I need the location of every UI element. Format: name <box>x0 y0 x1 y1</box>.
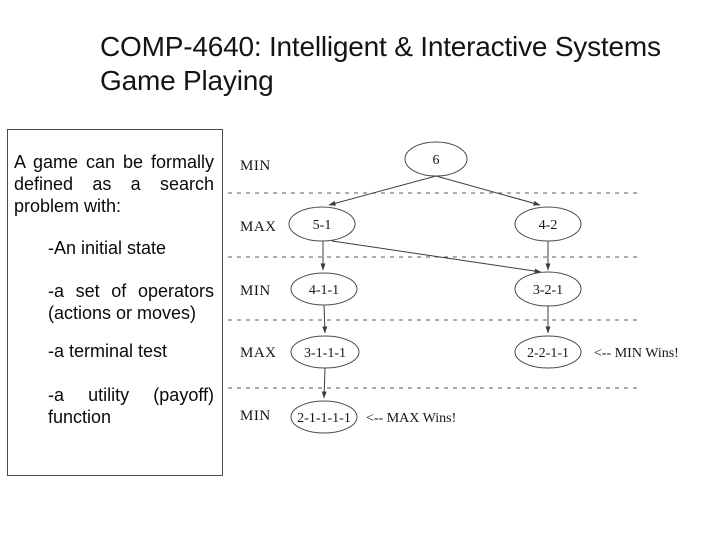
tree-node-3-1-1-1-label: 3-1-1-1 <box>304 346 346 361</box>
edge-6-to-4-2 <box>435 175 541 206</box>
slide-title-line-1: COMP-4640: Intelligent & Interactive Sys… <box>100 31 661 62</box>
tree-node-4-2-label: 4-2 <box>539 218 558 233</box>
slide-title: COMP-4640: Intelligent & Interactive Sys… <box>100 30 661 98</box>
annotation-min-wins: <-- MIN Wins! <box>594 346 679 361</box>
edge-4-1-1-to-3-1-1-1 <box>322 304 328 334</box>
tree-node-5-1-label: 5-1 <box>313 218 332 233</box>
tree-node-3-2-1-label: 3-2-1 <box>533 283 563 298</box>
definition-item-operators: -a set of operators (actions or moves) <box>48 281 214 323</box>
tree-node-2-2-1-1-label: 2-2-1-1 <box>527 346 569 361</box>
edge-6-to-5-1 <box>328 175 437 206</box>
level-label-min-1: MIN <box>240 158 271 174</box>
level-label-min-3: MIN <box>240 408 271 424</box>
tree-node-2-2-1-1: 2-2-1-1 <box>514 335 582 369</box>
tree-node-2-1-1-1-1-label: 2-1-1-1-1 <box>297 411 351 426</box>
definition-item-terminal-test: -a terminal test <box>48 341 168 361</box>
definition-box: A game can be formally defined as a sear… <box>7 129 223 476</box>
tree-node-4-1-1: 4-1-1 <box>290 272 358 306</box>
level-label-max-1: MAX <box>240 219 277 235</box>
definition-item-utility-function: -a utility (payoff) function <box>48 385 214 427</box>
tree-node-3-2-1: 3-2-1 <box>514 271 582 307</box>
game-tree-diagram: MIN MAX MIN MAX MIN 6 5-1 4-2 4-1-1 3-2-… <box>228 141 679 434</box>
definition-intro: A game can be formally defined as a sear… <box>14 152 214 216</box>
tree-node-4-2: 4-2 <box>514 206 582 242</box>
tree-node-4-1-1-label: 4-1-1 <box>309 283 339 298</box>
edge-3-1-1-1-to-2-1-1-1-1 <box>321 367 327 399</box>
level-label-min-2: MIN <box>240 283 271 299</box>
level-label-max-2: MAX <box>240 345 277 361</box>
definition-item-initial-state: -An initial state <box>48 238 167 258</box>
tree-node-6: 6 <box>404 141 468 177</box>
tree-node-6-label: 6 <box>433 153 440 168</box>
tree-node-2-1-1-1-1: 2-1-1-1-1 <box>290 400 358 434</box>
slide-title-line-2: Game Playing <box>100 65 274 96</box>
tree-node-3-1-1-1: 3-1-1-1 <box>290 335 360 369</box>
annotation-max-wins: <-- MAX Wins! <box>366 411 456 426</box>
edge-5-1-to-3-2-1 <box>331 240 542 274</box>
tree-node-5-1: 5-1 <box>288 206 356 242</box>
